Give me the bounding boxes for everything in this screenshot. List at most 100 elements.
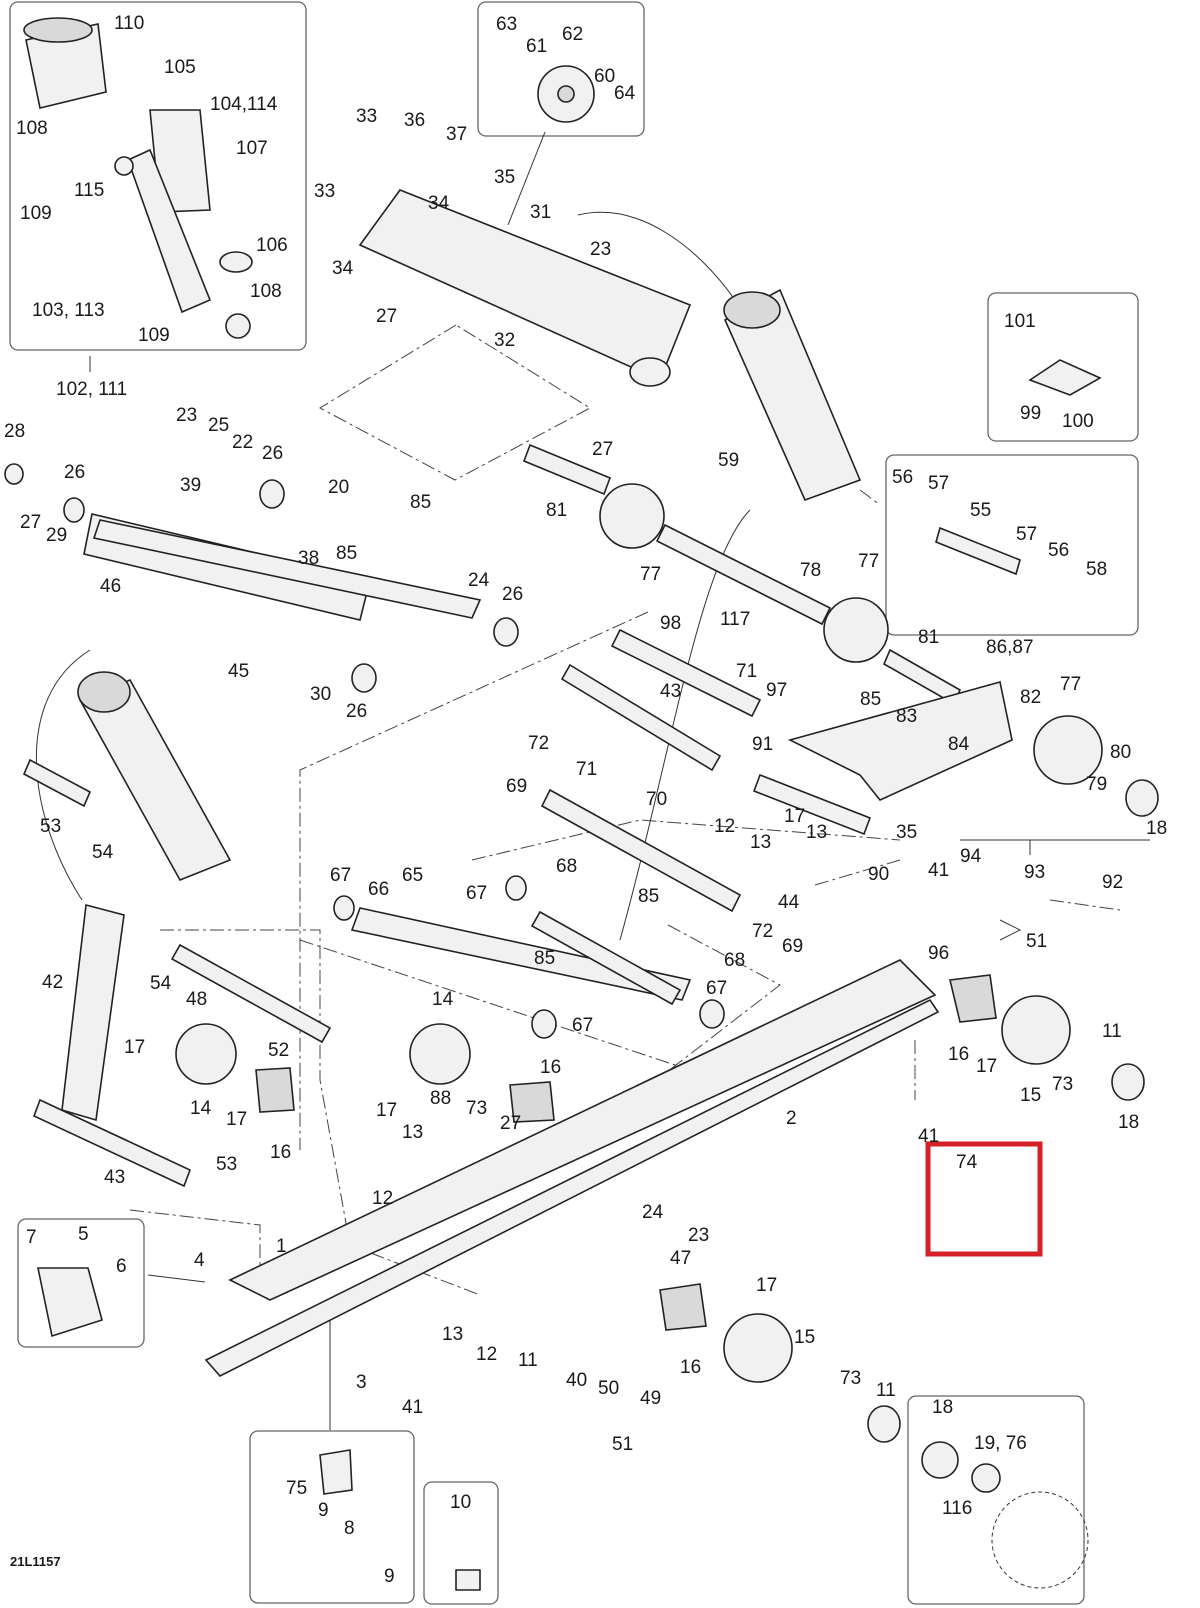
part-label: 51 [612,1434,633,1455]
part-label: 55 [970,500,991,521]
shock-body [127,148,212,314]
link-arm [61,903,125,1122]
part-label: 77 [640,564,661,585]
part-label: 83 [896,706,917,727]
part-label: 43 [660,681,681,702]
part-label: 26 [64,462,85,483]
part-label: 6 [116,1256,127,1277]
part-label: 52 [268,1040,289,1061]
part-label: 68 [556,856,577,877]
part-label: 69 [782,936,803,957]
part-label: 2 [786,1108,797,1129]
part-label: 61 [526,36,547,57]
part-label: 7 [26,1227,37,1248]
part-label: 78 [800,560,821,581]
part-label: 109 [138,325,170,346]
part-label: 11 [518,1350,538,1371]
part-label: 53 [40,816,61,837]
part-label: 26 [502,584,523,605]
part-label: 15 [1020,1085,1041,1106]
part-label: 24 [468,570,490,591]
inset-bracket [987,292,1139,442]
part-label: 20 [328,477,349,498]
parts [4,17,1159,1591]
part-label: 17 [226,1109,247,1130]
inset-boxes [9,1,1139,1605]
part-label: 23 [688,1225,709,1246]
part-label: 116 [942,1498,972,1519]
part-label: 41 [918,1126,939,1147]
part-label: 110 [114,13,144,34]
part-label: 58 [1086,559,1107,580]
part-label: 108 [250,281,282,302]
part-label: 56 [892,467,913,488]
part-label: 27 [376,306,397,327]
part-label: 16 [270,1142,291,1163]
part-label: 73 [1052,1074,1073,1095]
highlight-box [925,1141,1043,1257]
part-label: 10 [450,1492,471,1513]
part-label: 3 [356,1372,367,1393]
part-label: 67 [572,1015,593,1036]
part-label: 42 [42,972,63,993]
part-label: 103, 113 [32,300,105,321]
part-label: 67 [466,883,487,904]
axle [935,526,1021,576]
part-label: 86,87 [986,637,1034,658]
cross-shaft [358,189,692,382]
part-label: 53 [216,1154,237,1175]
part-label: 48 [186,989,207,1010]
part-label: 33 [314,181,335,202]
center-arm [350,907,692,1001]
part-label: 17 [976,1056,997,1077]
part-label: 70 [646,789,667,810]
inset-axle [885,454,1139,636]
part-label: 9 [384,1566,395,1587]
part-label: 102, 111 [56,379,127,400]
part-label: 88 [430,1088,451,1109]
part-label: 43 [104,1167,125,1188]
part-label: 29 [46,525,67,546]
part-label: 62 [562,24,583,45]
part-label: 16 [948,1044,969,1065]
part-label: 17 [756,1275,777,1296]
part-label: 85 [336,543,357,564]
part-label: 107 [236,138,268,159]
part-label: 91 [752,734,773,755]
part-label: 73 [466,1098,487,1119]
part-label: 27 [20,512,41,533]
part-label: 96 [928,943,949,964]
part-label: 37 [446,124,467,145]
part-label: 15 [794,1327,815,1348]
part-label: 67 [706,978,727,999]
inset-bolt [423,1481,499,1605]
part-label: 1 [276,1236,287,1257]
part-label: 11 [1102,1021,1122,1042]
inset-slider-parts [249,1430,415,1604]
inset-rail-tip [17,1218,145,1348]
part-label: 34 [332,258,354,279]
part-label: 77 [1060,674,1081,695]
part-label: 26 [346,701,367,722]
part-label: 56 [1048,540,1069,561]
part-label: 33 [356,106,377,127]
part-label: 13 [806,822,827,843]
part-label: 17 [376,1100,397,1121]
part-label: 4 [194,1250,205,1271]
part-label: 17 [784,806,805,827]
part-label: 68 [724,950,745,971]
part-label: 13 [402,1122,423,1143]
part-label: 16 [540,1057,561,1078]
part-label: 57 [928,473,949,494]
part-label: 72 [752,921,773,942]
diagram-code: 21L1157 [10,1554,61,1569]
part-label: 40 [566,1370,587,1391]
part-label: 51 [1026,931,1047,952]
part-label: 36 [404,110,425,131]
part-label: 54 [150,973,172,994]
part-label: 101 [1004,311,1036,332]
part-label: 93 [1024,862,1045,883]
part-label: 81 [546,500,567,521]
part-label: 22 [232,432,253,453]
part-label: 54 [92,842,114,863]
